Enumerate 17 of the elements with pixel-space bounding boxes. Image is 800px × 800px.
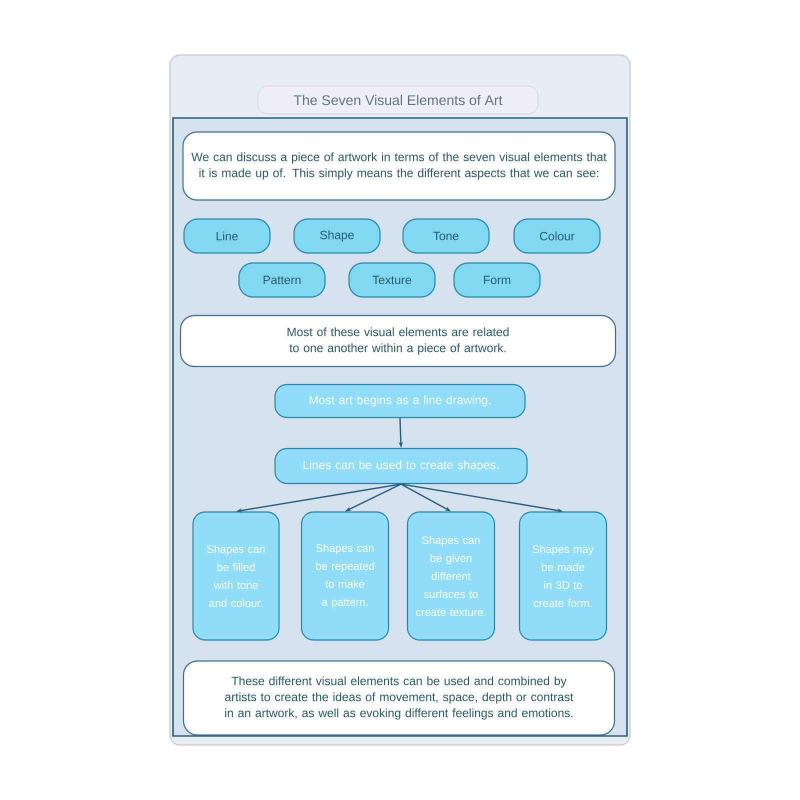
element-pill: Colour (513, 218, 601, 254)
element-pill: Pattern (238, 262, 326, 298)
flow-box: Lines can be used to create shapes. (274, 448, 528, 484)
flow-box: Shapes can be filled with tone and colour. (192, 511, 280, 641)
element-pill: Tone (402, 218, 490, 254)
flow-box: Most art begins as a line drawing. (274, 384, 526, 418)
flow-box: Shapes may be made in 3D to create form. (518, 511, 608, 641)
text-box: Most of these visual elements are related to one another within a piece of artwork. (180, 314, 616, 368)
element-pill: Shape (293, 218, 381, 254)
element-pill: Form (453, 262, 541, 298)
flow-box: Shapes can be repeated to make a pattern. (300, 511, 390, 641)
element-pill: Line (183, 218, 271, 254)
text-box: These different visual elements can be used and combined by artists to create the ideas of movement, space, depth or contrast in an artwork, as well as evoking different feelings and emotions. (182, 660, 616, 736)
flow-box: Shapes can be given different surfaces to create texture. (406, 511, 496, 641)
element-pill: Texture (348, 262, 436, 298)
text-box: We can discuss a piece of artwork in terms of the seven visual elements that it is made up of. This simply means the different aspects that we can see: (182, 131, 616, 201)
title-box: The Seven Visual Elements of Art (258, 86, 538, 114)
